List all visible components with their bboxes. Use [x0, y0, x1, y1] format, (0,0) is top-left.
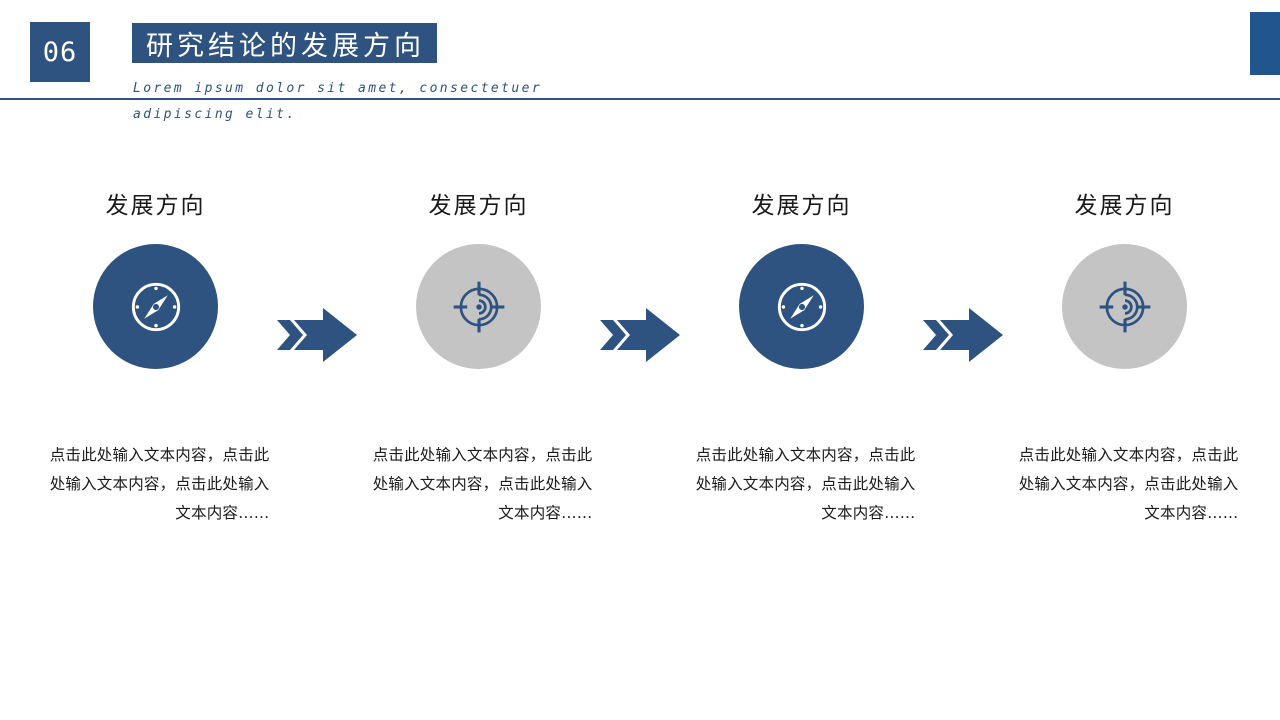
step-description: 点击此处输入文本内容，点击此处输入文本内容，点击此处输入文本内容……: [695, 446, 916, 522]
process-connector-1: [270, 195, 365, 362]
target-icon: [450, 278, 508, 336]
section-number-badge: 06: [30, 22, 90, 82]
page-title: 研究结论的发展方向: [132, 23, 437, 63]
step-description: 点击此处输入文本内容，点击此处输入文本内容，点击此处输入文本内容……: [372, 446, 593, 522]
step-icon-circle[interactable]: [1062, 244, 1187, 369]
process-flow: 发展方向 点击此处输入文本内容，点击此处输入文本内容，点击此处输入文本内容……: [0, 195, 1280, 528]
step-icon-circle[interactable]: [739, 244, 864, 369]
step-description: 点击此处输入文本内容，点击此处输入文本内容，点击此处输入文本内容……: [49, 446, 270, 522]
step-description: 点击此处输入文本内容，点击此处输入文本内容，点击此处输入文本内容……: [1018, 446, 1239, 522]
arrow-right-icon: [923, 308, 1003, 362]
process-step-4[interactable]: 发展方向 点击此处输: [1011, 195, 1239, 528]
process-connector-3: [916, 195, 1011, 362]
corner-accent-block: [1250, 12, 1280, 75]
compass-icon: [127, 278, 185, 336]
process-connector-2: [593, 195, 688, 362]
header-divider: [0, 98, 1280, 100]
process-step-3[interactable]: 发展方向 点击此处输入文本内容，点击此处输入文本内容，点击此处输入文本内容……: [688, 195, 916, 528]
arrow-right-icon: [277, 308, 357, 362]
arrow-right-icon: [600, 308, 680, 362]
step-title: 发展方向: [105, 193, 206, 219]
compass-icon: [773, 278, 831, 336]
step-title: 发展方向: [428, 193, 529, 219]
step-icon-circle[interactable]: [416, 244, 541, 369]
process-step-1[interactable]: 发展方向 点击此处输入文本内容，点击此处输入文本内容，点击此处输入文本内容……: [42, 195, 270, 528]
step-icon-circle[interactable]: [93, 244, 218, 369]
page-subtitle: Lorem ipsum dolor sit amet, consectetuer…: [133, 81, 543, 122]
process-step-2[interactable]: 发展方向 点击此处输: [365, 195, 593, 528]
step-title: 发展方向: [1074, 193, 1175, 219]
step-title: 发展方向: [751, 193, 852, 219]
target-icon: [1096, 278, 1154, 336]
